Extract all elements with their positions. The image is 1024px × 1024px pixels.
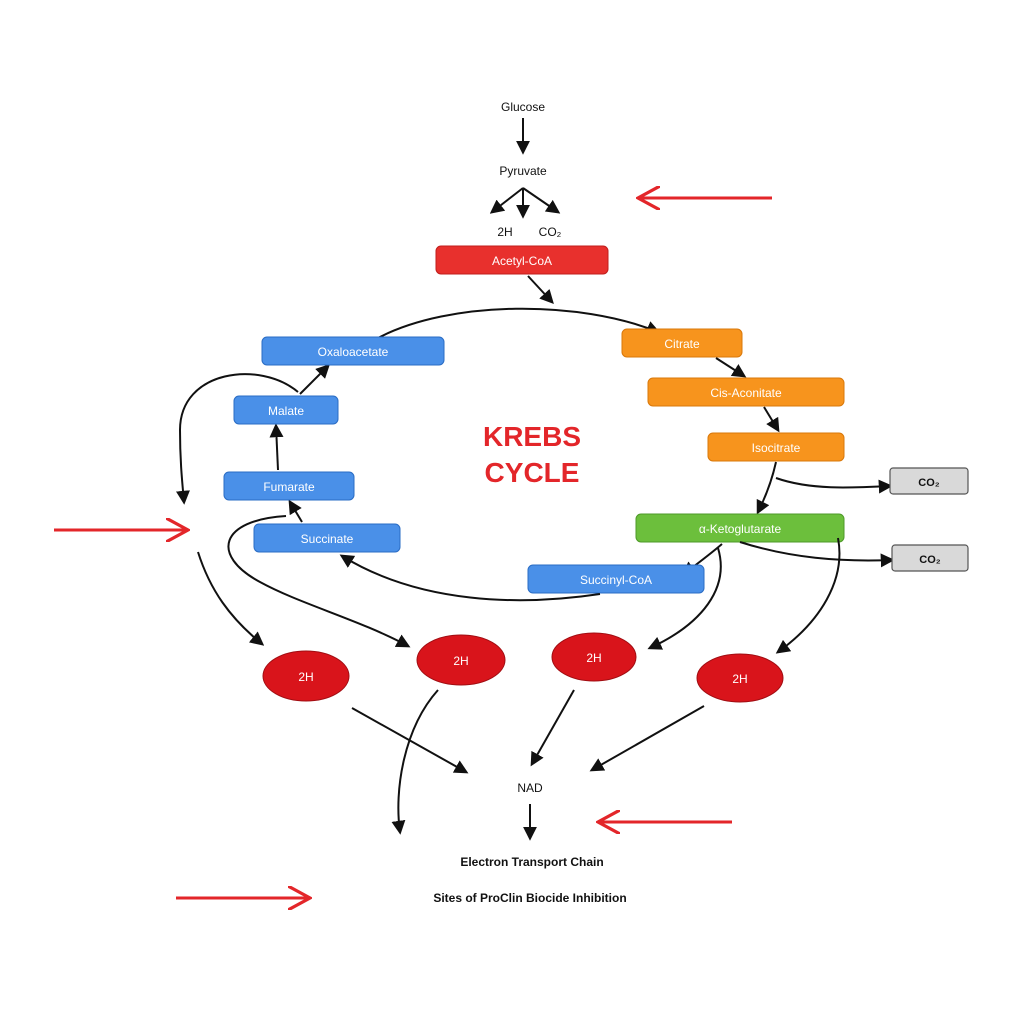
hydrogen-ellipse-2: 2H bbox=[416, 634, 506, 686]
hydrogen-ellipse-2-label: 2H bbox=[453, 654, 468, 668]
co2-output-2-label: CO₂ bbox=[919, 554, 941, 566]
hydrogen-ellipse-3-label: 2H bbox=[586, 651, 601, 665]
citrate-label: Citrate bbox=[664, 337, 700, 351]
succinate-label: Succinate bbox=[301, 532, 354, 546]
2h-2-to-etc-arrow bbox=[391, 689, 439, 835]
pyruvate-2h-label: 2H bbox=[497, 225, 512, 239]
alpha-ketoglutarate-node: α-Ketoglutarate bbox=[635, 513, 845, 543]
ketoglutarate-co2-release-arrow bbox=[739, 541, 895, 568]
nad-label: NAD bbox=[517, 781, 543, 795]
isocitrate-co2-release-arrow bbox=[775, 477, 893, 494]
oxaloacetate-label: Oxaloacetate bbox=[318, 345, 389, 359]
oxaloacetate-to-citrate-arrow bbox=[377, 307, 661, 339]
succinyl-coa-label: Succinyl-CoA bbox=[580, 573, 652, 587]
succinate-to-fumarate-arrow bbox=[288, 499, 303, 523]
fumarate-to-malate-arrow bbox=[269, 423, 284, 471]
citrate-to-cis-aconitate-arrow bbox=[715, 357, 747, 378]
glucose-label: Glucose bbox=[501, 100, 545, 114]
electron-transport-chain-label: Electron Transport Chain bbox=[460, 855, 603, 869]
cis-aconitate-to-isocitrate-arrow bbox=[763, 406, 780, 433]
malate-label: Malate bbox=[268, 404, 304, 418]
malate-node: Malate bbox=[233, 395, 339, 425]
hydrogen-ellipse-4: 2H bbox=[696, 653, 784, 703]
malate-to-2h-1-arrow bbox=[197, 551, 265, 646]
legend-inhibition-text: Sites of ProClin Biocide Inhibition bbox=[433, 891, 626, 905]
citrate-node: Citrate bbox=[621, 328, 743, 358]
hydrogen-ellipse-1: 2H bbox=[262, 650, 350, 702]
hydrogen-ellipse-4-label: 2H bbox=[732, 672, 747, 686]
succinyl-coa-to-succinate-arrow bbox=[339, 554, 601, 602]
2h-3-to-nad-arrow bbox=[530, 689, 575, 767]
succinyl-coa-node: Succinyl-CoA bbox=[527, 564, 705, 594]
isocitrate-node: Isocitrate bbox=[707, 432, 845, 462]
pyruvate-label: Pyruvate bbox=[499, 164, 547, 178]
oxaloacetate-node: Oxaloacetate bbox=[261, 336, 445, 366]
pyruvate-split-right-arrow bbox=[522, 187, 561, 214]
malate-to-oxaloacetate-arrow bbox=[299, 364, 330, 395]
isocitrate-to-ketoglutarate-arrow bbox=[756, 461, 777, 515]
acetyl-coa-node: Acetyl-CoA bbox=[435, 245, 609, 275]
pyruvate-split-left-arrow bbox=[489, 187, 524, 214]
co2-output-2: CO₂ bbox=[891, 544, 969, 572]
succinate-to-2h-2-arrow bbox=[227, 515, 411, 648]
cis-aconitate-label: Cis-Aconitate bbox=[710, 386, 782, 400]
2h-4-to-nad-arrow bbox=[589, 705, 705, 772]
isocitrate-label: Isocitrate bbox=[752, 441, 801, 455]
co2-output-1-label: CO₂ bbox=[918, 477, 940, 489]
co2-output-1: CO₂ bbox=[889, 467, 969, 495]
fumarate-label: Fumarate bbox=[263, 480, 315, 494]
fumarate-node: Fumarate bbox=[223, 471, 355, 501]
cis-aconitate-node: Cis-Aconitate bbox=[647, 377, 845, 407]
pyruvate-co2-label: CO₂ bbox=[539, 225, 562, 239]
hydrogen-ellipse-3: 2H bbox=[551, 632, 637, 682]
succinate-node: Succinate bbox=[253, 523, 401, 553]
krebs-title-line1: KREBS bbox=[483, 421, 581, 452]
isocitrate-to-2h-4-arrow bbox=[775, 537, 841, 654]
ketoglutarate-to-2h-3-arrow bbox=[647, 547, 722, 650]
krebs-title-line2: CYCLE bbox=[485, 457, 580, 488]
alpha-ketoglutarate-label: α-Ketoglutarate bbox=[699, 522, 782, 536]
acetyl-coa-to-cycle-arrow bbox=[527, 275, 554, 305]
malate-hydrogen-loop-arrow bbox=[176, 373, 299, 505]
acetyl-coa-label: Acetyl-CoA bbox=[492, 254, 552, 268]
hydrogen-ellipse-1-label: 2H bbox=[298, 670, 313, 684]
